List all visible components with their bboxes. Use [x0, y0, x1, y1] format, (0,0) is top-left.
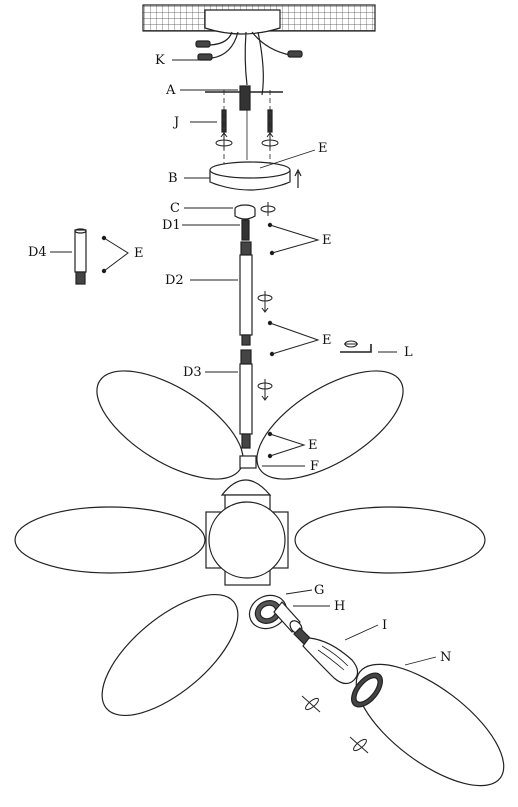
rod-d4 — [74, 228, 87, 285]
label-i: I — [382, 618, 387, 633]
rod-d1 — [241, 219, 250, 241]
rod-d2 — [239, 241, 253, 346]
glass-shade — [351, 663, 505, 787]
rotate-arrow-d2 — [257, 291, 273, 313]
connector-dots-d4 — [101, 235, 129, 274]
petal-upper-right — [256, 370, 404, 480]
label-b: B — [168, 171, 178, 186]
connector-dots-d2 — [267, 222, 320, 256]
label-k: K — [155, 53, 165, 68]
junction-box — [204, 9, 281, 35]
part-labels: K A J B E C D1 D4 E E D2 E L D3 E F G H … — [28, 53, 451, 665]
allen-key — [340, 340, 372, 353]
socket-ring — [248, 594, 288, 630]
label-f: F — [310, 459, 319, 474]
label-d1: D1 — [162, 218, 181, 233]
petal-left — [14, 506, 206, 574]
coupler-f — [239, 455, 257, 469]
fixture-body — [205, 479, 289, 586]
rod-d3 — [239, 349, 253, 449]
label-e-d3: E — [308, 438, 318, 453]
label-e-d2: E — [322, 333, 332, 348]
rotate-arrow-ring — [260, 202, 276, 216]
petal-upper-left — [96, 370, 244, 480]
leader-lines — [50, 59, 437, 666]
locking-ring — [234, 204, 256, 220]
shade-petals — [14, 370, 486, 717]
rotate-arrow-screws — [215, 132, 279, 150]
label-c: C — [170, 201, 180, 216]
label-d4: D4 — [28, 245, 47, 260]
canopy — [209, 161, 291, 191]
label-g: G — [314, 583, 324, 598]
label-d3: D3 — [183, 365, 202, 380]
petal-right — [294, 506, 486, 574]
wire-connectors — [195, 40, 303, 61]
label-e-d1: E — [322, 233, 332, 248]
label-l: L — [404, 345, 413, 360]
rotate-arrow-bulb — [301, 695, 321, 713]
label-d2: D2 — [165, 273, 184, 288]
label-n: N — [440, 650, 451, 665]
label-e-canopy: E — [318, 141, 328, 156]
lamp-holder — [273, 601, 303, 634]
petal-lower-left — [101, 593, 239, 717]
label-h: H — [334, 599, 345, 614]
label-e-d4: E — [134, 246, 144, 261]
wire-clamp — [239, 85, 251, 111]
rotate-arrow-d3 — [257, 379, 273, 401]
connector-dots-d3 — [267, 320, 320, 357]
supply-wires — [209, 31, 291, 96]
connector-dots-d3-lower — [267, 431, 306, 459]
push-up-arrow — [294, 168, 302, 188]
rotate-arrow-shade — [349, 736, 369, 754]
label-a: A — [165, 83, 176, 98]
light-bulb — [293, 627, 359, 685]
label-j: J — [172, 115, 179, 130]
